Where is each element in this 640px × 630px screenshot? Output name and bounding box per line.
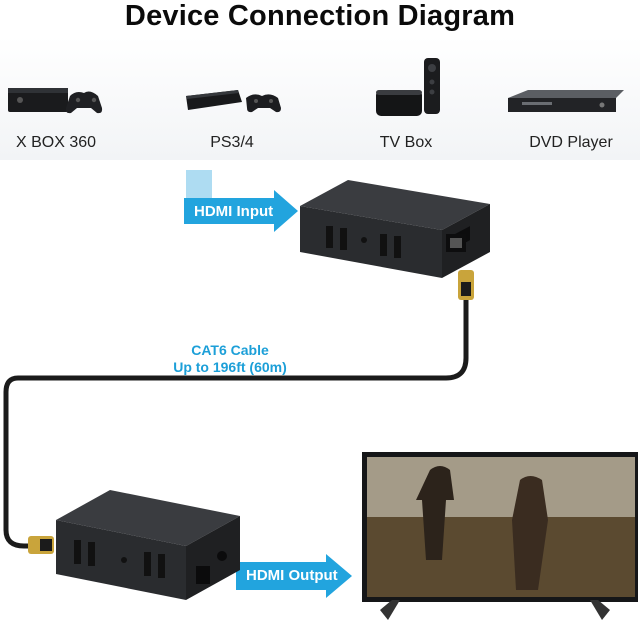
cable-label-line1: CAT6 Cable — [191, 342, 269, 358]
device-dvd: DVD Player — [502, 36, 640, 160]
television — [362, 452, 638, 620]
device-label-tvbox: TV Box — [379, 134, 433, 151]
game-console-icon — [8, 88, 103, 114]
device-tvbox: TV Box — [350, 36, 462, 160]
device-label-ps: PS3/4 — [210, 134, 254, 151]
device-label-xbox: X BOX 360 — [15, 134, 97, 151]
device-xbox: X BOX 360 — [0, 36, 112, 160]
hdmi-output-label: HDMI Output — [246, 567, 338, 584]
cable-label-line2: Up to 196ft (60m) — [173, 359, 287, 375]
hdmi-input-label: HDMI Input — [194, 203, 274, 220]
input-arrow-stem — [186, 170, 212, 200]
hdmi-output-arrow — [236, 554, 352, 598]
cat6-cable — [3, 291, 469, 549]
hdmi-input-arrow — [184, 190, 298, 232]
page-title: Device Connection Diagram — [124, 0, 516, 32]
streaming-box-icon — [376, 58, 440, 116]
dvd-player-icon — [508, 90, 624, 112]
device-label-dvd: DVD Player — [529, 134, 613, 151]
game-console-icon — [186, 90, 281, 113]
hdmi-extender-transmitter — [300, 180, 490, 278]
device-ps: PS3/4 — [176, 36, 288, 160]
hdmi-extender-receiver — [56, 490, 240, 600]
